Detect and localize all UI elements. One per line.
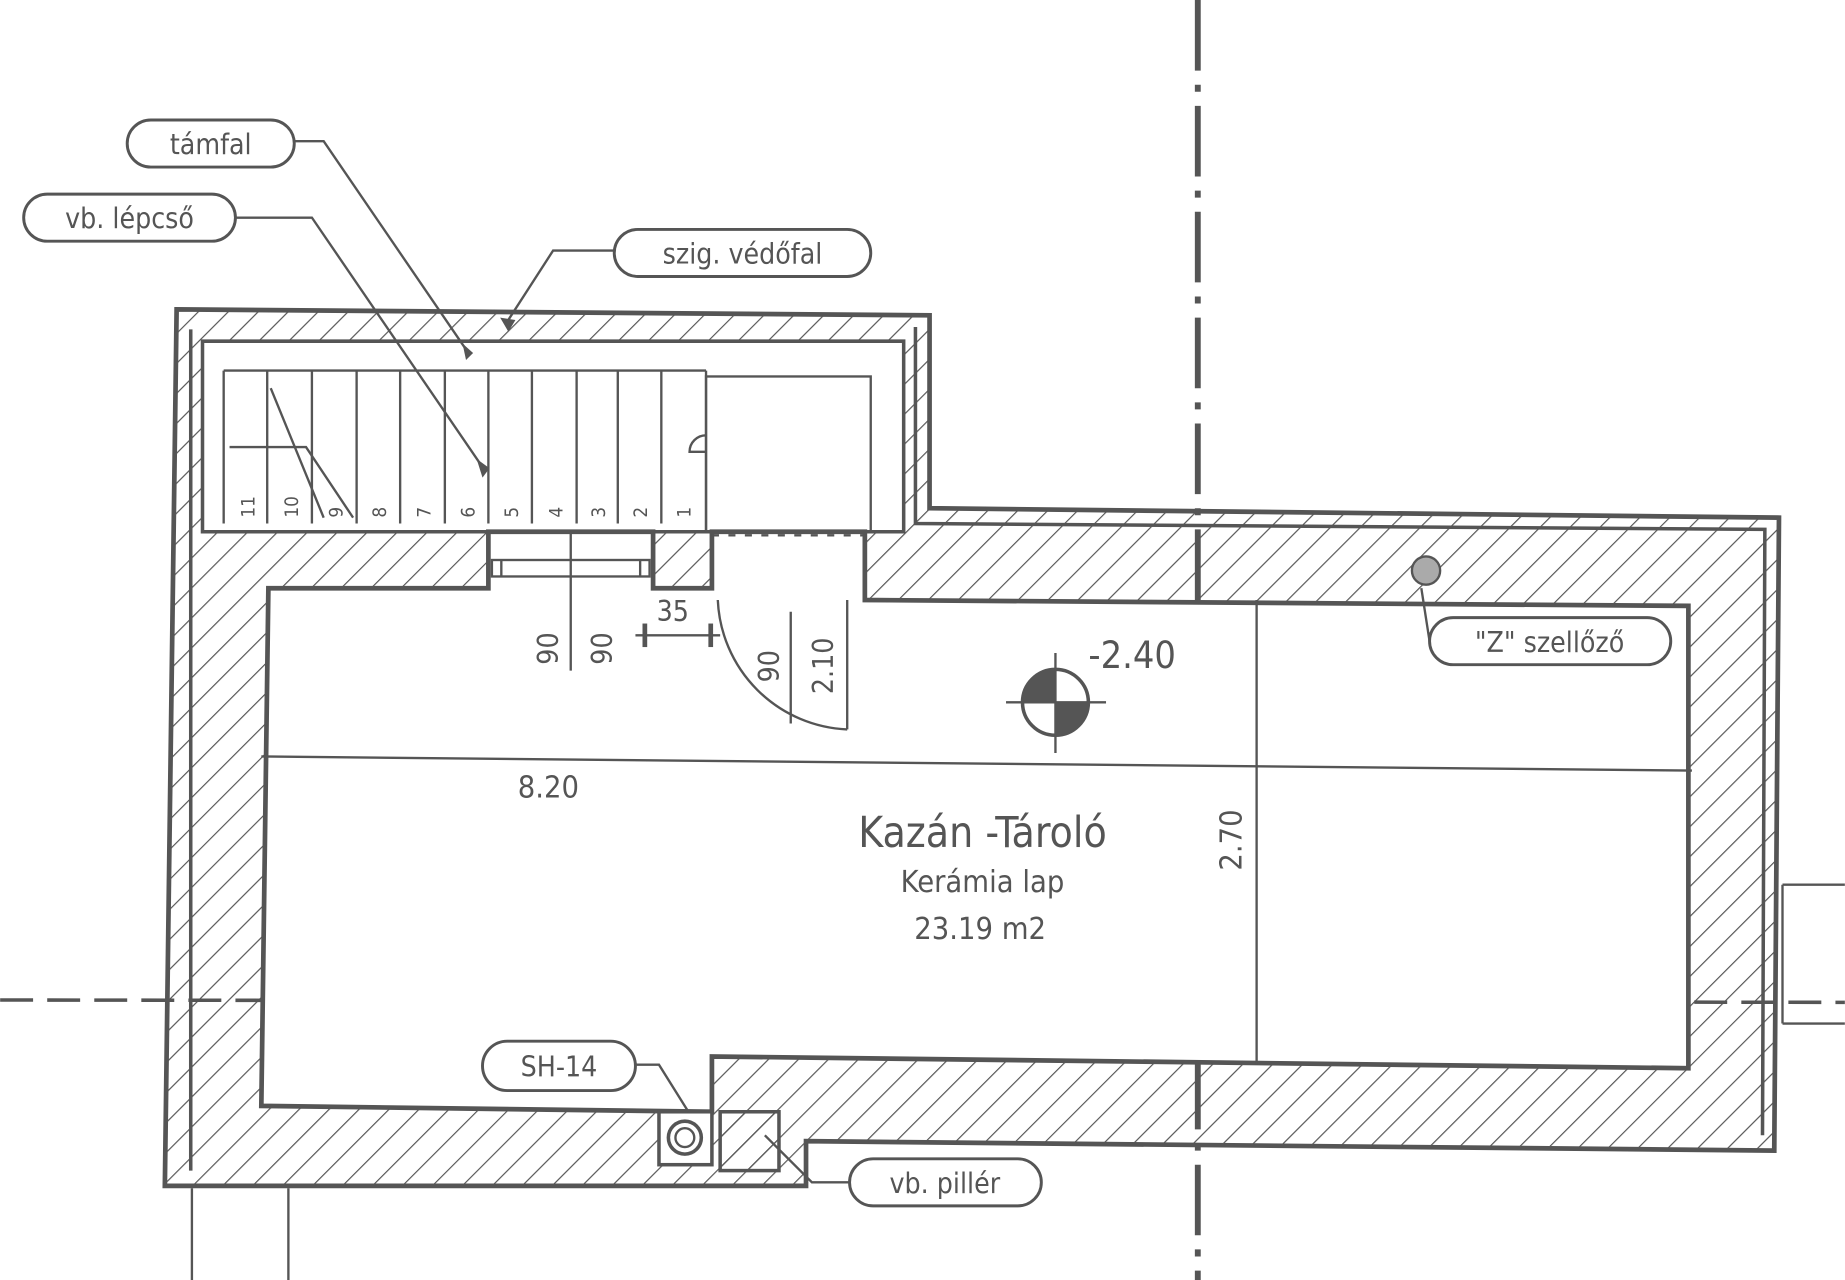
step-number: 6 <box>458 507 479 518</box>
svg-text:támfal: támfal <box>170 128 252 161</box>
room-area: 23.19 m2 <box>914 912 1046 947</box>
chimney-sh14 <box>657 1110 714 1167</box>
svg-text:"Z" szellőző: "Z" szellőző <box>1475 626 1624 659</box>
dimension-width: 2.70 <box>1214 809 1249 870</box>
svg-text:SH-14: SH-14 <box>521 1050 598 1083</box>
window <box>490 531 865 671</box>
step-number: 11 <box>238 496 259 518</box>
level-marker-icon <box>1006 652 1107 753</box>
dimension-window-width: 90 <box>532 632 565 664</box>
dimension-pier: 35 <box>657 595 689 628</box>
door <box>716 599 849 731</box>
svg-text:vb. lépcső: vb. lépcső <box>65 202 194 235</box>
label-ventilation: "Z" szellőző <box>1428 616 1673 667</box>
dimension-length: 8.20 <box>518 771 579 806</box>
staircase <box>222 369 872 533</box>
svg-text:szig. védőfal: szig. védőfal <box>663 238 823 271</box>
leader-lines <box>235 140 1431 1184</box>
dimension-window-height: 90 <box>586 632 619 664</box>
arrow-icon <box>462 343 474 360</box>
arrow-icon <box>476 458 490 478</box>
step-number: 9 <box>327 507 348 518</box>
dimension-door-height: 2.10 <box>807 638 840 695</box>
inner-wall-line-right <box>913 327 1767 1136</box>
label-insulation-wall: szig. védőfal <box>612 227 873 278</box>
step-number: 7 <box>415 507 436 518</box>
dimension-lines <box>261 600 1692 1065</box>
stair-step-numbers: 11 10 9 8 7 6 5 4 3 2 1 <box>238 496 695 518</box>
step-number: 10 <box>282 496 303 518</box>
label-chimney: SH-14 <box>481 1039 637 1093</box>
svg-text:vb. pillér: vb. pillér <box>890 1167 1001 1200</box>
ventilation-icon <box>1410 555 1442 586</box>
arrow-icon <box>500 317 516 332</box>
step-number: 3 <box>589 507 610 518</box>
step-number: 4 <box>547 507 568 518</box>
label-stairs: vb. lépcső <box>22 192 237 243</box>
step-number: 2 <box>631 507 652 518</box>
adjacent-building-lines <box>190 883 1845 1280</box>
label-retaining-wall: támfal <box>125 118 296 169</box>
dimension-door-width: 90 <box>753 650 786 682</box>
step-number: 5 <box>502 507 523 518</box>
stair-room <box>200 339 906 534</box>
room-name: Kazán -Tároló <box>858 808 1107 857</box>
step-number: 1 <box>675 507 696 518</box>
step-number: 8 <box>370 507 391 518</box>
room-floor-finish: Kerámia lap <box>901 865 1065 900</box>
level-value: -2.40 <box>1088 633 1176 677</box>
label-pillar: vb. pillér <box>848 1157 1043 1208</box>
